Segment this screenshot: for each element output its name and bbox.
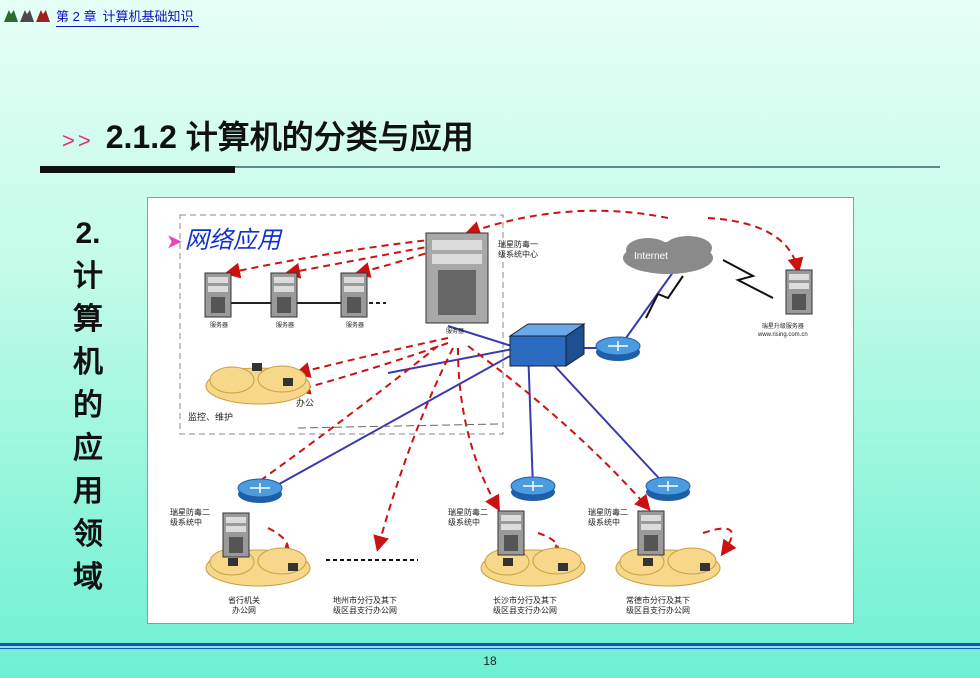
chapter-link[interactable]: 第 2 章计算机基础知识 <box>56 6 200 27</box>
page-number: 18 <box>483 654 497 668</box>
slide-title: >> 2.1.2 计算机的分类与应用 <box>62 112 474 158</box>
side-char: 2. <box>75 217 101 250</box>
branch-server-label-line: 级系统中 <box>448 518 480 527</box>
bottom-caption-line: 省行机关 <box>228 596 260 605</box>
bottom-caption-line: 地州市分行及其下 <box>333 596 397 605</box>
branch-server-label: 瑞星防毒二 级系统中 <box>170 508 210 528</box>
bottom-caption-line: 级区县支行办公网 <box>626 606 690 615</box>
side-char: 的 <box>73 389 103 422</box>
network-diagram-svg <box>179 209 813 587</box>
bottom-caption: 长沙市分行及其下 级区县支行办公网 <box>493 596 557 616</box>
network-application-label: ➤网络应用 <box>166 220 281 255</box>
side-char: 计 <box>73 260 103 293</box>
chapter-subject: 计算机基础知识 <box>102 8 194 24</box>
bottom-caption-line: 常德市分行及其下 <box>626 596 690 605</box>
side-char: 算 <box>73 303 103 336</box>
title-arrows: >> <box>62 128 94 153</box>
internet-label: Internet <box>634 251 668 262</box>
bottom-caption: 常德市分行及其下 级区县支行办公网 <box>626 596 690 616</box>
side-char: 用 <box>73 475 103 508</box>
branch-server-label-line: 瑞星防毒二 <box>170 508 210 517</box>
lan-office-label: 办公 <box>296 398 315 408</box>
header-logo-icon <box>4 10 50 22</box>
bottom-caption: 地州市分行及其下 级区县支行办公网 <box>333 596 397 616</box>
chapter-header: 第 2 章计算机基础知识 <box>4 3 200 29</box>
branch-server-label-line: 级系统中 <box>170 518 202 527</box>
title-text: 2.1.2 计算机的分类与应用 <box>105 119 474 155</box>
bottom-caption-line: 级区县支行办公网 <box>333 606 397 615</box>
remote-server-label-line: www.rising.com.cn <box>758 332 808 338</box>
server-caption: 服务器 <box>276 323 295 329</box>
branch-server-label: 瑞星防毒二 级系统中 <box>448 508 488 528</box>
network-application-text: 网络应用 <box>184 226 281 254</box>
server-caption: 服务器 <box>346 323 365 329</box>
server-caption: 服务器 <box>210 323 229 329</box>
side-char: 领 <box>73 518 103 551</box>
footer-divider <box>0 643 980 646</box>
title-divider <box>40 166 940 168</box>
top-server-label: 瑞星防毒一 级系统中心 <box>498 240 538 260</box>
side-char: 应 <box>73 432 103 465</box>
side-char: 域 <box>73 561 103 594</box>
side-char: 机 <box>73 346 103 379</box>
top-server-label-line: 级系统中心 <box>498 250 538 259</box>
branch-server-label: 瑞星防毒二 级系统中 <box>588 508 628 528</box>
bottom-caption: 省行机关 办公网 <box>228 596 260 616</box>
top-server-label-line: 瑞星防毒一 <box>498 240 538 249</box>
side-heading: 2. 计 算 机 的 应 用 领 域 <box>68 212 108 599</box>
title-divider-accent <box>40 166 235 173</box>
server-caption: 服务器 <box>446 329 465 335</box>
triangle-bullet-icon: ➤ <box>166 229 183 253</box>
network-diagram: ➤网络应用 Internet 瑞星防毒一 级系统中心 瑞星升级服务器 www.r… <box>147 197 854 624</box>
bottom-caption-line: 级区县支行办公网 <box>493 606 557 615</box>
remote-server-label: 瑞星升级服务器 www.rising.com.cn <box>758 323 808 339</box>
remote-server-label-line: 瑞星升级服务器 <box>761 324 804 330</box>
bottom-caption-line: 长沙市分行及其下 <box>493 596 557 605</box>
branch-server-label-line: 级系统中 <box>588 518 620 527</box>
branch-server-label-line: 瑞星防毒二 <box>448 508 488 517</box>
branch-server-label-line: 瑞星防毒二 <box>588 508 628 517</box>
bottom-caption-line: 办公网 <box>232 606 256 615</box>
footer-divider-thin <box>0 648 980 649</box>
lan-monitor-label: 监控、维护 <box>188 412 234 422</box>
chapter-number: 第 2 章 <box>56 8 97 24</box>
